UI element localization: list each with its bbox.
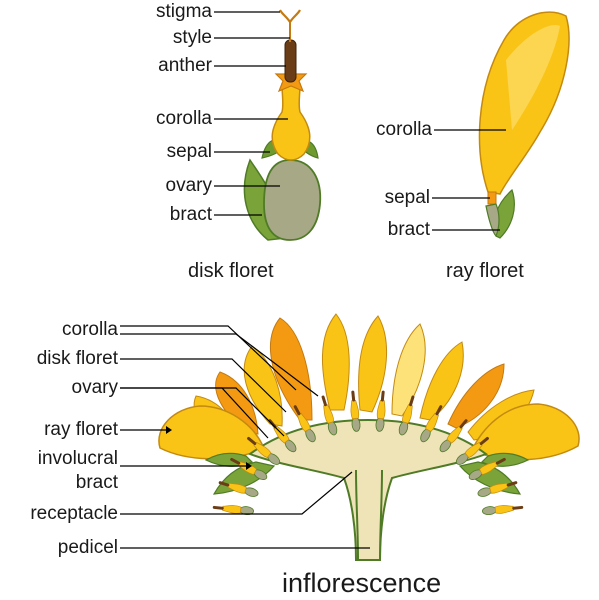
disk-floret-small [398, 395, 415, 436]
disk-floret-small [477, 481, 518, 497]
disk-floret-anther [284, 39, 297, 83]
disk-floret-small-anther [495, 457, 506, 465]
disk-floret-small-corolla [297, 412, 311, 432]
disk-floret-small-anther [218, 481, 230, 487]
label-stigma: stigma [156, 1, 212, 22]
disk-floret-small-anther [247, 436, 257, 446]
disk-floret-small [321, 395, 338, 436]
disk-floret-small [218, 481, 259, 497]
label-bract-disk: bract [169, 204, 212, 225]
disk-floret-small [350, 390, 361, 432]
disk-floret-corolla [271, 83, 311, 161]
disk-floret-small-anther [212, 505, 224, 510]
disk-floret-small-anther [435, 405, 443, 416]
disk-floret-small-corolla [479, 461, 499, 475]
disk-floret-small [212, 505, 254, 516]
label-ovary-disk: ovary [165, 175, 212, 196]
label-sepal-disk: sepal [166, 141, 212, 162]
disk-floret-ovary [263, 159, 322, 241]
caption-disk-floret: disk floret [188, 260, 274, 282]
disk-floret-small-anther [230, 457, 241, 465]
label-corolla-ray: corolla [376, 119, 432, 140]
label-corolla-disk: corolla [156, 108, 212, 129]
disk-floret-small-corolla [494, 505, 514, 514]
disk-floret-small [247, 436, 281, 465]
disk-floret-small [468, 457, 506, 480]
inflorescence-leader-lines [120, 325, 370, 549]
disk-floret-small-anther [409, 395, 415, 407]
disk-floret-small-anther [506, 481, 518, 487]
disk-floret-small [293, 405, 316, 443]
disk-floret-small-anther [459, 419, 468, 429]
inflorescence-illustration [158, 313, 580, 561]
label-style: style [172, 27, 212, 48]
ray-floret-leader-lines [432, 129, 506, 231]
disk-floret-small-corolla [227, 482, 247, 494]
label-ray-floret-infl: ray floret [44, 419, 118, 440]
disk-floret-small-corolla [446, 425, 463, 444]
disk-floret-small-anther [321, 395, 327, 407]
disk-floret-small-corolla [401, 404, 413, 424]
disk-floret-small-corolla [323, 404, 335, 424]
disk-floret-small [455, 436, 489, 465]
disk-florets-row [212, 390, 524, 516]
leader-arrowheads [166, 426, 252, 470]
label-bract-ray: bract [387, 219, 430, 240]
caption-ray-floret: ray floret [446, 260, 524, 282]
label-ovary-infl: ovary [71, 377, 118, 398]
disk-floret-small-corolla [376, 399, 386, 420]
disk-floret-small-anther [293, 405, 301, 416]
disk-floret-small-anther [512, 505, 524, 510]
ray-floret-illustration [478, 11, 570, 239]
disk-floret-small-corolla [350, 399, 360, 420]
disk-floret-stigma [279, 9, 301, 23]
disk-floret-leader-lines [214, 11, 290, 216]
ray-floret-sepal [485, 203, 500, 238]
disk-floret-small-corolla [489, 482, 509, 494]
disk-floret-small-corolla [464, 441, 483, 458]
label-disk-floret-infl: disk floret [36, 348, 118, 369]
disk-floret-small [420, 405, 443, 443]
disk-floret-small [439, 419, 468, 453]
disk-floret-small-corolla [253, 441, 272, 458]
disk-floret-small-anther [380, 390, 385, 402]
label-anther: anther [158, 55, 212, 76]
ray-floret-corolla-highlight [506, 25, 560, 130]
disk-floret-illustration [243, 9, 322, 241]
disk-floret-small [482, 505, 524, 516]
label-pedicel: pedicel [57, 537, 118, 558]
label-sepal-ray: sepal [384, 187, 430, 208]
caption-inflorescence: inflorescence [282, 568, 442, 598]
disk-floret-small-anther [479, 436, 489, 446]
label-corolla-infl: corolla [62, 319, 118, 340]
disk-floret-small-anther [351, 390, 356, 402]
disk-floret-small-corolla [425, 412, 439, 432]
pedicel [355, 469, 383, 561]
label-involucral: involucral [37, 448, 118, 469]
label-involucral-bract: bract [75, 472, 118, 493]
disk-floret-small-ovary [482, 506, 497, 516]
label-receptacle: receptacle [30, 503, 118, 524]
disk-floret-small [375, 390, 386, 432]
disk-floret-small-corolla [222, 505, 242, 514]
